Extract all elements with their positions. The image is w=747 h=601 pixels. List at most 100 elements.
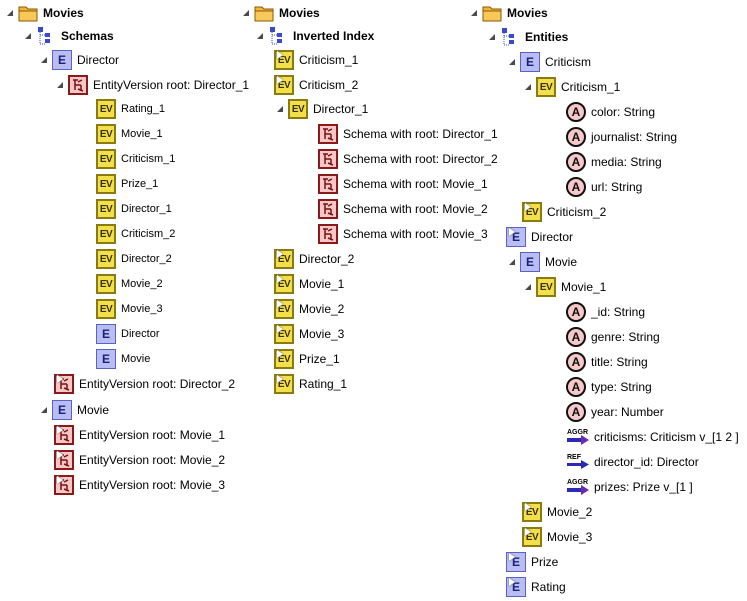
tree-node-attribute[interactable]: A type: String <box>552 376 652 398</box>
collapse-toggle[interactable] <box>274 74 286 86</box>
collapse-toggle[interactable] <box>274 248 286 260</box>
tree-node-schema-ref[interactable]: Schema with root: Movie_2 <box>304 198 488 220</box>
expand-toggle[interactable] <box>38 404 50 416</box>
collapse-toggle[interactable] <box>274 373 286 385</box>
tree-node-criticism-1[interactable]: EV Criticism_1 <box>522 76 620 98</box>
reference-arrow-icon: REF <box>566 452 590 472</box>
tree-node-relation[interactable]: AGGR prizes: Prize v_[1 ] <box>552 476 693 498</box>
tree-node-ev-item[interactable]: EV Director_2 <box>82 248 172 270</box>
attribute-icon: A <box>566 402 586 422</box>
collapse-toggle[interactable] <box>274 273 286 285</box>
tree-node-relation[interactable]: AGGR criticisms: Criticism v_[1 2 ] <box>552 426 739 448</box>
tree-node-director[interactable]: E Director <box>38 49 119 71</box>
tree-node-index-item[interactable]: EV Movie_3 <box>274 323 344 345</box>
expand-toggle[interactable] <box>4 7 16 19</box>
tree-node-ev-movie[interactable]: EntityVersion root: Movie_2 <box>54 449 225 471</box>
collapse-toggle[interactable] <box>54 474 66 486</box>
tree-node-entity-item[interactable]: E Director <box>82 323 160 345</box>
tree-label: prizes: Prize v_[1 ] <box>594 480 693 494</box>
tree-node-ev-item[interactable]: EV Rating_1 <box>82 98 165 120</box>
collapse-toggle[interactable] <box>506 226 518 238</box>
tree-node-ev-item[interactable]: EV Director_1 <box>82 198 172 220</box>
tree-node-movie[interactable]: E Movie <box>506 251 577 273</box>
tree-node-schema-ref[interactable]: Schema with root: Movie_1 <box>304 173 488 195</box>
tree-node-movie[interactable]: E Movie <box>38 399 109 421</box>
tree-node-movies-root[interactable]: Movies <box>240 2 320 24</box>
expand-toggle[interactable] <box>506 256 518 268</box>
tree-node-movies-root[interactable]: Movies <box>468 2 548 24</box>
tree-node-attribute[interactable]: A journalist: String <box>552 126 677 148</box>
expand-toggle[interactable] <box>54 79 66 91</box>
tree-node-index-item[interactable]: EV Movie_1 <box>274 273 344 295</box>
tree-node-ev-director-2[interactable]: EntityVersion root: Director_2 <box>54 373 235 395</box>
tree-node-index-item[interactable]: EV Movie_2 <box>274 298 344 320</box>
tree-node-entity-item[interactable]: E Movie <box>82 348 150 370</box>
tree-label: Entities <box>525 30 569 44</box>
collapse-toggle[interactable] <box>54 449 66 461</box>
tree-node-relation[interactable]: REF director_id: Director <box>552 451 699 473</box>
tree-node-index-item[interactable]: EV Rating_1 <box>274 373 347 395</box>
collapse-toggle[interactable] <box>274 49 286 61</box>
tree-label: Criticism_2 <box>299 78 359 92</box>
tree-node-attribute[interactable]: A year: Number <box>552 401 664 423</box>
tree-node-movie-1[interactable]: EV Movie_1 <box>522 276 606 298</box>
tree-node-schema-ref[interactable]: Schema with root: Director_1 <box>304 123 498 145</box>
tree-node-index-item[interactable]: EV Director_1 <box>274 98 368 120</box>
expand-toggle[interactable] <box>522 281 534 293</box>
tree-node-ev-item[interactable]: EV Movie_1 <box>82 123 163 145</box>
folder-icon <box>254 3 274 23</box>
collapse-toggle[interactable] <box>274 323 286 335</box>
tree-node-index-item[interactable]: EV Director_2 <box>274 248 354 270</box>
tree-node-ev-item[interactable]: EV Criticism_1 <box>82 148 175 170</box>
tree-node-schemas[interactable]: Schemas <box>22 25 114 47</box>
tree-node-ev-item[interactable]: EV Prize_1 <box>82 173 158 195</box>
tree-node-attribute[interactable]: A _id: String <box>552 301 645 323</box>
tree-node-movies-root[interactable]: Movies <box>4 2 84 24</box>
tree-node-director[interactable]: E Director <box>506 226 573 248</box>
collapse-toggle[interactable] <box>274 298 286 310</box>
expand-toggle[interactable] <box>254 30 266 42</box>
expand-toggle[interactable] <box>486 31 498 43</box>
tree-node-attribute[interactable]: A color: String <box>552 101 655 123</box>
collapse-toggle[interactable] <box>506 551 518 563</box>
tree-node-attribute[interactable]: A title: String <box>552 351 648 373</box>
tree-node-index-item[interactable]: EV Prize_1 <box>274 348 340 370</box>
tree-node-ev-director-1[interactable]: EntityVersion root: Director_1 <box>54 74 249 96</box>
collapse-toggle[interactable] <box>522 201 534 213</box>
entity-version-icon: EV <box>96 149 116 169</box>
tree-node-schema-ref[interactable]: Schema with root: Movie_3 <box>304 223 488 245</box>
schema-version-icon <box>318 149 338 169</box>
tree-node-movie-3[interactable]: EV Movie_3 <box>522 526 592 548</box>
collapse-toggle[interactable] <box>54 373 66 385</box>
tree-node-criticism-2[interactable]: EV Criticism_2 <box>522 201 606 223</box>
tree-node-attribute[interactable]: A url: String <box>552 176 642 198</box>
tree-node-entities[interactable]: Entities <box>486 26 568 48</box>
tree-node-rating[interactable]: E Rating <box>506 576 566 598</box>
expand-toggle[interactable] <box>38 54 50 66</box>
tree-node-prize[interactable]: E Prize <box>506 551 558 573</box>
collapse-toggle[interactable] <box>522 526 534 538</box>
tree-node-criticism[interactable]: E Criticism <box>506 51 591 73</box>
tree-node-attribute[interactable]: A genre: String <box>552 326 660 348</box>
tree-node-ev-item[interactable]: EV Criticism_2 <box>82 223 175 245</box>
tree-node-ev-item[interactable]: EV Movie_3 <box>82 298 163 320</box>
tree-node-movie-2[interactable]: EV Movie_2 <box>522 501 592 523</box>
expand-toggle[interactable] <box>468 7 480 19</box>
tree-node-inverted-index[interactable]: Inverted Index <box>254 25 374 47</box>
tree-node-ev-item[interactable]: EV Movie_2 <box>82 273 163 295</box>
expand-toggle[interactable] <box>240 7 252 19</box>
expand-toggle[interactable] <box>274 103 286 115</box>
collapse-toggle[interactable] <box>522 501 534 513</box>
tree-node-index-item[interactable]: EV Criticism_1 <box>274 49 358 71</box>
collapse-toggle[interactable] <box>506 576 518 588</box>
collapse-toggle[interactable] <box>54 424 66 436</box>
collapse-toggle[interactable] <box>274 348 286 360</box>
expand-toggle[interactable] <box>22 30 34 42</box>
expand-toggle[interactable] <box>506 56 518 68</box>
tree-node-index-item[interactable]: EV Criticism_2 <box>274 74 358 96</box>
tree-node-ev-movie[interactable]: EntityVersion root: Movie_1 <box>54 424 225 446</box>
tree-node-ev-movie[interactable]: EntityVersion root: Movie_3 <box>54 474 225 496</box>
expand-toggle[interactable] <box>522 81 534 93</box>
tree-node-attribute[interactable]: A media: String <box>552 151 662 173</box>
tree-node-schema-ref[interactable]: Schema with root: Director_2 <box>304 148 498 170</box>
